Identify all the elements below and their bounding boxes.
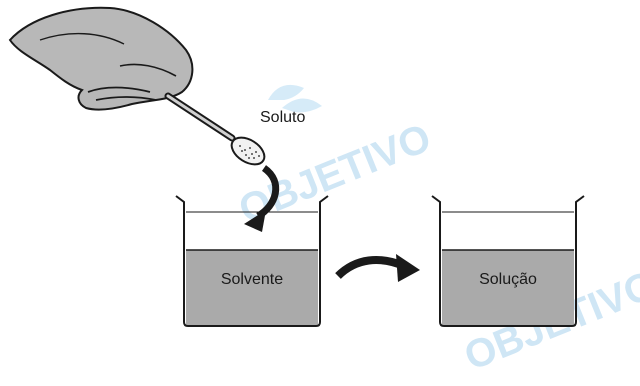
solvent-beaker-glass [175,195,329,327]
spoon-bowl [230,136,266,166]
solvent-liquid [186,250,318,326]
solute-grains [239,145,260,159]
solvent-beaker: Solvente [175,195,329,327]
solution-liquid [442,250,574,326]
pour-arrow [244,165,280,232]
solution-label: Solução [479,271,537,288]
solution-beaker-glass [431,195,585,327]
solute-label: Soluto [260,109,305,126]
hand [8,6,194,111]
transition-arrow [335,254,420,282]
hand-with-spoon [8,6,266,166]
solution-beaker: Solução [431,195,585,327]
solvent-label: Solvente [221,271,283,288]
